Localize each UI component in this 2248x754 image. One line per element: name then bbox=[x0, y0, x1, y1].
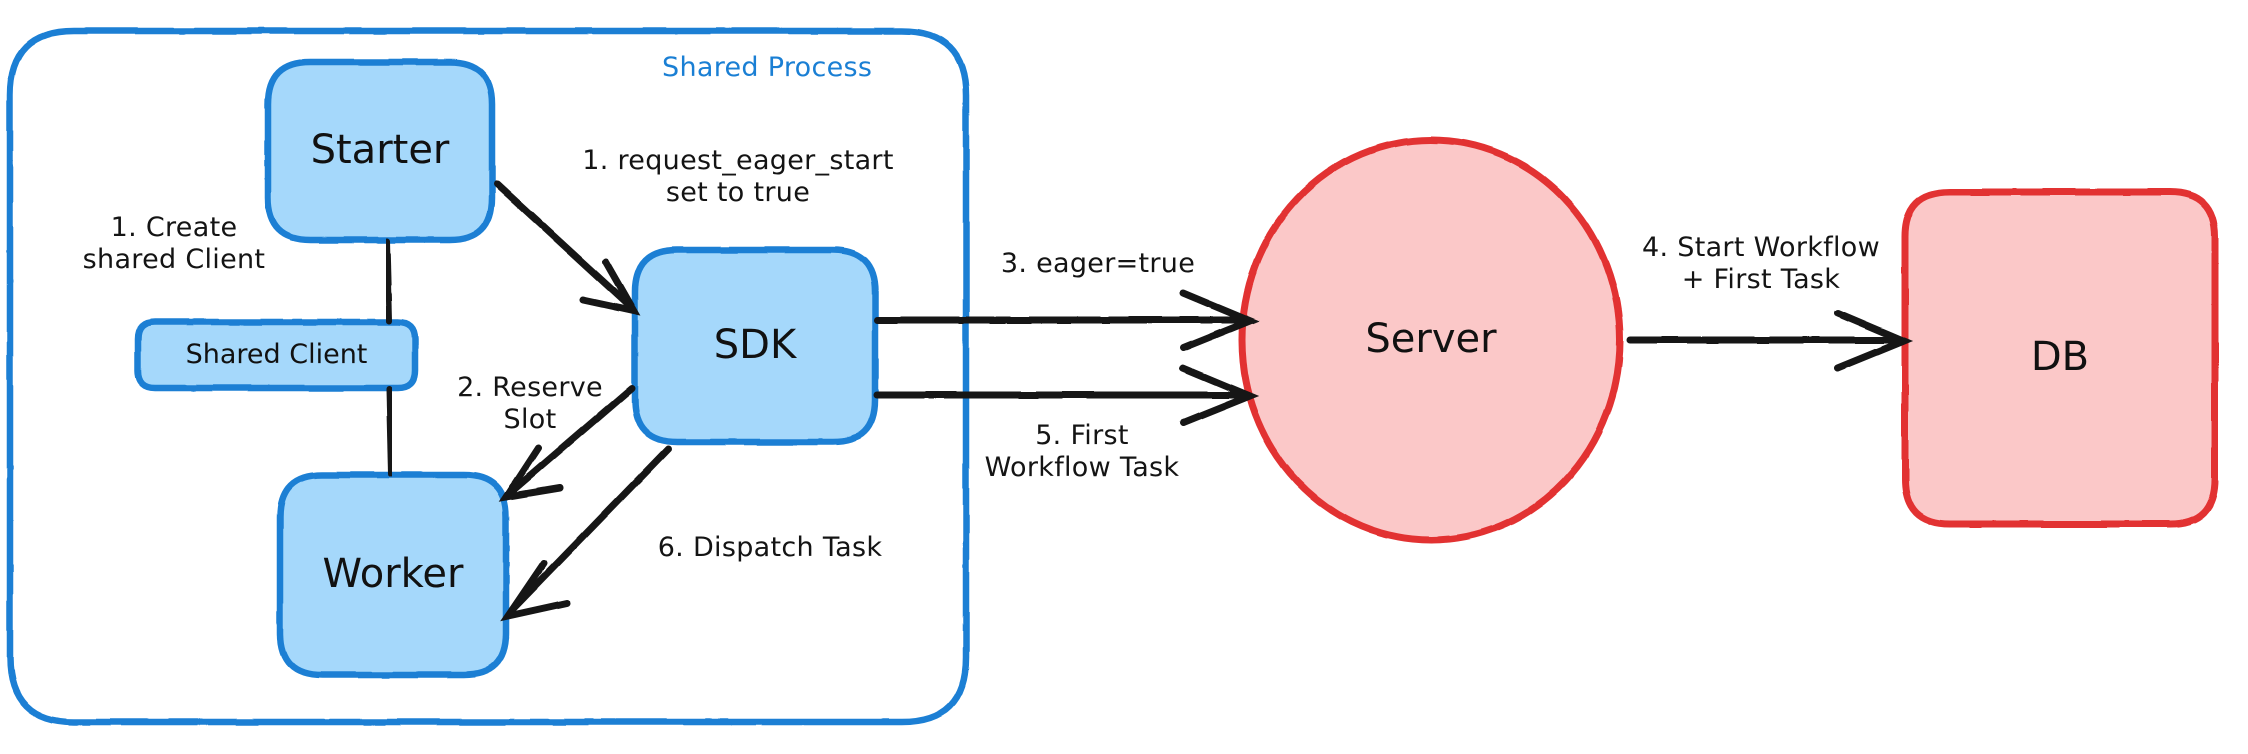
arrow-sdk-to-server-eager bbox=[873, 289, 1260, 352]
arrow-sdk-to-server-first-task bbox=[873, 364, 1260, 427]
annotation-create-shared-client: 1. Create shared Client bbox=[82, 212, 266, 276]
annotation-reserve-slot: 2. Reserve Slot bbox=[457, 372, 603, 436]
shared-process-container bbox=[6, 27, 970, 726]
annotation-request-eager-start: 1. request_eager_start set to true bbox=[582, 145, 894, 209]
arrow-sdk-to-worker-reserve-slot bbox=[498, 384, 636, 502]
annotation-eager-true: 3. eager=true bbox=[1000, 248, 1196, 279]
node-worker-shape[interactable] bbox=[276, 471, 510, 679]
shared-process-title: Shared Process bbox=[662, 52, 873, 83]
annotation-start-workflow: 4. Start Workflow + First Task bbox=[1642, 232, 1880, 296]
arrow-server-to-db bbox=[1626, 309, 1914, 372]
connector-starter-sharedclient-worker bbox=[384, 238, 394, 477]
arrow-starter-to-sdk bbox=[493, 180, 641, 317]
annotation-first-workflow-task: 5. First Workflow Task bbox=[984, 420, 1180, 484]
arrow-sdk-to-worker-dispatch-task bbox=[500, 445, 672, 622]
node-server-shape[interactable] bbox=[1238, 136, 1624, 544]
node-starter-shape[interactable] bbox=[264, 58, 496, 244]
node-db-shape[interactable] bbox=[1901, 188, 2219, 528]
node-shared-client-shape[interactable] bbox=[134, 318, 419, 392]
annotation-dispatch-task: 6. Dispatch Task bbox=[657, 532, 883, 563]
node-sdk-shape[interactable] bbox=[631, 246, 879, 446]
